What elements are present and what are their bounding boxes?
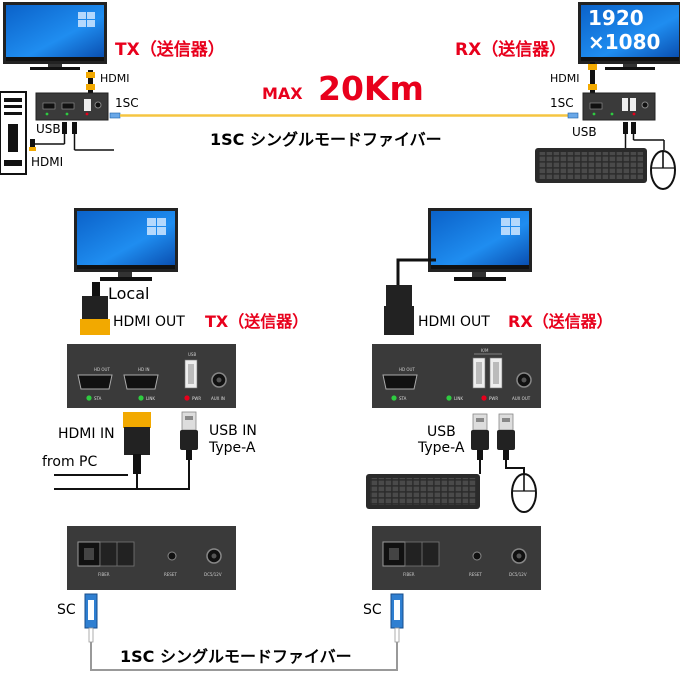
tx-usb-type-label: Type-A bbox=[208, 440, 256, 456]
tx-monitor-icon bbox=[3, 2, 107, 70]
sc-label-tx-top: 1SC bbox=[115, 96, 139, 110]
mouse-icon-middle bbox=[511, 473, 537, 513]
tx-hdmi-in-label: HDMI IN bbox=[58, 426, 115, 442]
rx-monitor-icon bbox=[578, 2, 680, 70]
rx-led-pwr: PWR bbox=[489, 396, 498, 401]
rx-port-kvm-label: K/M bbox=[481, 348, 489, 353]
resolution-line2: ×1080 bbox=[588, 30, 660, 54]
from-pc-label: from PC bbox=[42, 454, 97, 470]
rx-hdmi-out-plug bbox=[384, 258, 436, 335]
sc-connector-right bbox=[390, 593, 404, 643]
hdmi-label-tx-top: HDMI bbox=[100, 72, 129, 85]
tx-hdmi-out-label: HDMI OUT bbox=[113, 314, 185, 330]
tx-port-hd-out-label: HD OUT bbox=[94, 367, 110, 372]
hdmi-label-rx-top: HDMI bbox=[550, 72, 579, 85]
rx-usb-plugs bbox=[471, 413, 525, 476]
tx-front-panel: HD OUT HD IN USB STA LINK PWR AUX IN bbox=[67, 344, 236, 408]
hdmi-cable-tx-top bbox=[86, 70, 95, 94]
tx-title: TX（送信器） bbox=[205, 312, 308, 331]
keyboard-icon-middle bbox=[366, 474, 480, 509]
mouse-icon-top bbox=[650, 150, 676, 190]
rx-reset-label: RESET bbox=[469, 572, 482, 577]
rx-label-top: RX（送信器） bbox=[455, 39, 566, 60]
sc-label-rx-top: 1SC bbox=[550, 96, 574, 110]
tx-power-label: DC5/12V bbox=[204, 572, 222, 577]
tx-hdmi-in-plug bbox=[54, 412, 151, 490]
rx-title: RX（送信器） bbox=[508, 312, 613, 331]
tx-port-usb-label: USB bbox=[188, 352, 196, 357]
rx-back-panel: FIBER RESET DC5/12V bbox=[372, 526, 541, 590]
tx-led-sta: STA bbox=[94, 396, 102, 401]
local-label: Local bbox=[108, 284, 149, 303]
tx-led-link: LINK bbox=[146, 396, 155, 401]
hdmi-cable-rx-top bbox=[588, 62, 597, 94]
rx-unit-small bbox=[582, 92, 656, 121]
tx-aux-in: AUX IN bbox=[211, 396, 225, 401]
rx-usb-type-label: Type-A bbox=[417, 440, 465, 456]
pc-tower-icon bbox=[0, 91, 27, 175]
max-prefix: MAX bbox=[262, 84, 303, 103]
tx-usb-in-plug bbox=[54, 411, 198, 490]
resolution-line1: 1920 bbox=[588, 6, 644, 30]
rx-port-hd-out-label: HD OUT bbox=[399, 367, 415, 372]
rx-usb-label: USB bbox=[427, 424, 456, 440]
rx-led-sta: STA bbox=[399, 396, 407, 401]
tx-reset-label: RESET bbox=[164, 572, 177, 577]
sc-label-left: SC bbox=[57, 602, 76, 618]
tx-back-panel: FIBER RESET DC5/12V bbox=[67, 526, 236, 590]
fiber-cable-bottom bbox=[90, 642, 398, 671]
fiber-caption-top: 1SC シングルモードファイバー bbox=[210, 130, 442, 149]
sc-connector-left bbox=[84, 593, 98, 643]
tx-hdmi-out-plug bbox=[80, 282, 110, 335]
tx-fiber-port-label: FIBER bbox=[98, 572, 110, 577]
rx-monitor-icon-middle bbox=[428, 208, 532, 281]
tx-usb-in-label: USB IN bbox=[209, 423, 257, 439]
sc-label-right: SC bbox=[363, 602, 382, 618]
fiber-caption-bottom: 1SC シングルモードファイバー bbox=[120, 647, 352, 666]
rx-front-panel: HD OUT K/M STA LINK PWR AUX OUT bbox=[372, 344, 541, 408]
tx-led-pwr: PWR bbox=[192, 396, 201, 401]
usb-label-rx-top: USB bbox=[572, 125, 597, 139]
usb-label-tx-top: USB bbox=[36, 122, 61, 136]
rx-hdmi-out-label: HDMI OUT bbox=[418, 314, 490, 330]
hdmi-label-pc: HDMI bbox=[31, 155, 63, 169]
tx-unit-small bbox=[35, 92, 109, 121]
rx-fiber-port-label: FIBER bbox=[403, 572, 415, 577]
keyboard-icon-top bbox=[535, 148, 647, 183]
rx-aux-out: AUX OUT bbox=[512, 396, 531, 401]
fiber-cable-top bbox=[109, 112, 579, 119]
tx-local-monitor-icon bbox=[74, 208, 178, 281]
rx-power-label: DC5/12V bbox=[509, 572, 527, 577]
tx-label-top: TX（送信器） bbox=[115, 39, 225, 60]
rx-led-link: LINK bbox=[454, 396, 463, 401]
tx-port-hd-in-label: HD IN bbox=[138, 367, 150, 372]
max-distance: 20Km bbox=[318, 69, 424, 108]
rx-usb-connectors-small bbox=[623, 122, 665, 150]
tx-usb-connectors-small bbox=[29, 122, 114, 151]
